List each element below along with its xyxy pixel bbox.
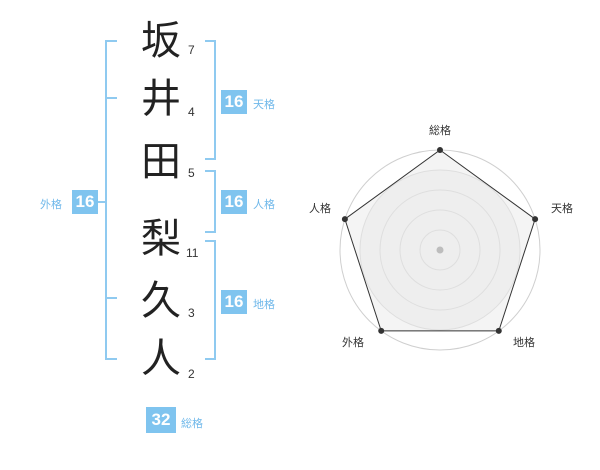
soukaku-value: 32 <box>146 407 176 433</box>
chikaku-bracket <box>205 240 216 360</box>
jinkaku-bracket <box>205 170 216 233</box>
radar-axis-label-chikaku: 地格 <box>513 335 535 349</box>
radar-point-0 <box>437 147 443 153</box>
radar-axis-label-soukaku: 総格 <box>429 123 451 137</box>
inner-ticks <box>106 97 117 299</box>
stroke-count-5: 3 <box>188 306 195 320</box>
tenkaku-label: 天格 <box>253 98 275 111</box>
chikaku-value: 16 <box>221 290 247 314</box>
jinkaku-value: 16 <box>221 190 247 214</box>
radar-axis-label-tenkaku: 天格 <box>551 201 573 215</box>
radar-point-1 <box>532 216 539 223</box>
jinkaku-label: 人格 <box>253 198 275 211</box>
stroke-count-4: 11 <box>186 246 199 260</box>
stroke-count-3: 5 <box>188 166 195 180</box>
gaikaku-label: 外格 <box>40 198 62 211</box>
stroke-count-1: 7 <box>188 43 195 57</box>
name-char-4: 梨 <box>141 216 181 262</box>
chikaku-label: 地格 <box>253 298 275 311</box>
soukaku-label: 総格 <box>181 417 203 430</box>
radar-point-3 <box>378 327 385 334</box>
radar-axis-label-jinkaku: 人格 <box>309 201 331 215</box>
name-char-3: 田 <box>141 139 181 185</box>
stroke-count-2: 4 <box>188 105 195 119</box>
radar-center-dot <box>436 246 444 254</box>
name-char-6: 人 <box>141 336 181 382</box>
name-char-5: 久 <box>141 278 181 324</box>
name-char-1: 坂 <box>141 18 181 64</box>
radar-polygon <box>344 149 536 332</box>
stroke-count-6: 2 <box>188 367 195 381</box>
radar-axis-label-gaikaku: 外格 <box>342 335 364 349</box>
gaikaku-value: 16 <box>72 190 98 214</box>
radar-point-2 <box>495 327 502 334</box>
tenkaku-bracket <box>205 40 216 160</box>
radar-points <box>341 147 539 334</box>
name-char-2: 井 <box>141 76 181 122</box>
tenkaku-value: 16 <box>221 90 247 114</box>
radar-point-4 <box>341 216 348 223</box>
